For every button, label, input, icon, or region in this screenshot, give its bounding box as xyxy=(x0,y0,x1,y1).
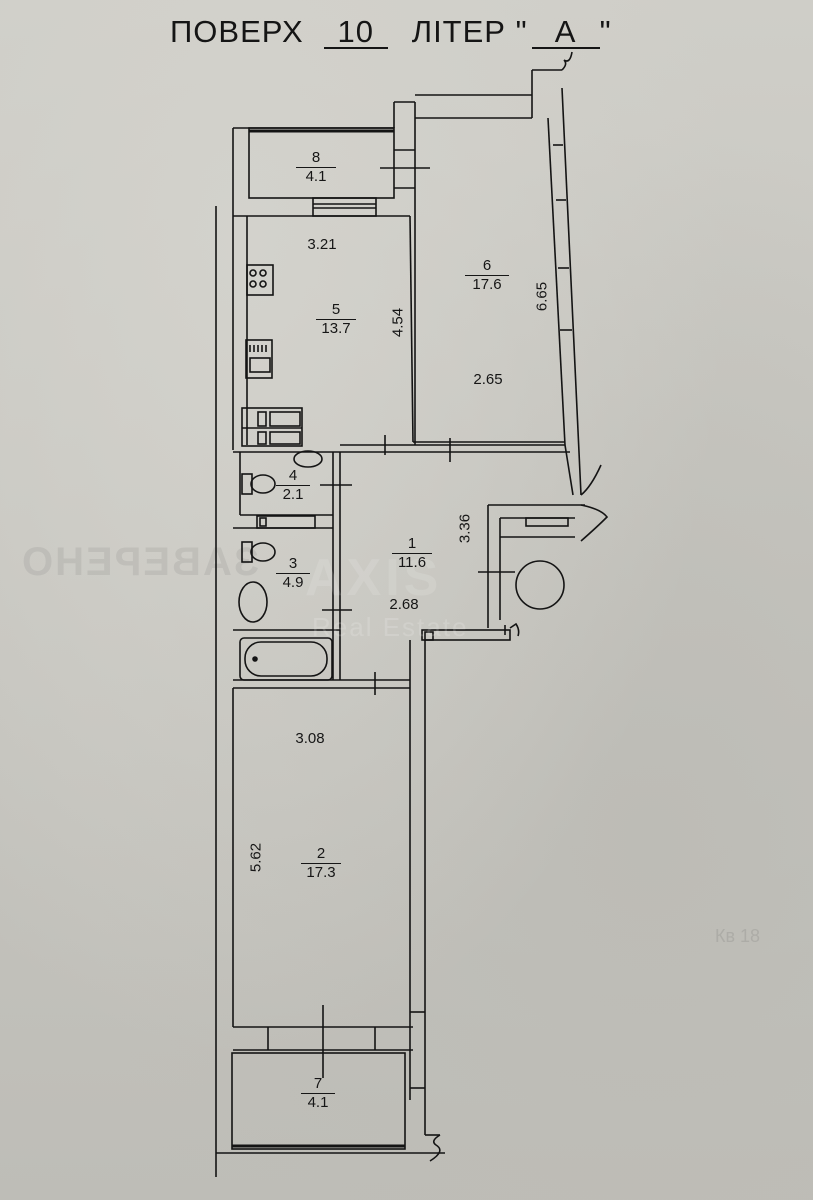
room-2-width-dim: 3.08 xyxy=(295,730,325,747)
room-label-7: 7 4.1 xyxy=(301,1076,335,1111)
room-2-length-dim: 5.62 xyxy=(247,842,265,873)
room-label-5: 5 13.7 xyxy=(316,302,356,337)
floor-value: 10 xyxy=(323,16,388,49)
washbasin-icon xyxy=(293,450,323,468)
hall-width-dim: 2.68 xyxy=(389,596,419,613)
kitchen-walls xyxy=(233,215,414,447)
watermark-sub: Real Estate xyxy=(312,612,469,642)
toilet-icon xyxy=(250,474,276,494)
room-label-6: 6 17.6 xyxy=(465,258,509,293)
watermark-brand: AXIS xyxy=(305,549,443,607)
stove-icon xyxy=(246,264,274,296)
balcony-7-walls xyxy=(216,1052,445,1162)
toilet-2-icon xyxy=(250,542,276,562)
bathtub-icon xyxy=(244,641,328,677)
room-label-3: 3 4.9 xyxy=(276,556,310,591)
kitchen-length-dim: 4.54 xyxy=(389,307,407,338)
floor-label: ПОВЕРХ xyxy=(170,14,304,49)
bathroom-walls xyxy=(233,450,410,695)
letter-value: А xyxy=(531,16,600,49)
room-label-2: 2 17.3 xyxy=(301,846,341,881)
room-label-4: 4 2.1 xyxy=(276,468,310,503)
column-icon xyxy=(515,560,565,610)
room-label-8: 8 4.1 xyxy=(296,150,336,185)
faint-mark: Кв 18 xyxy=(715,926,761,946)
room-6-width-dim: 2.65 xyxy=(473,371,503,388)
hall-walls xyxy=(409,504,585,1135)
kitchen-width-dim: 3.21 xyxy=(307,236,337,253)
bedroom-2-walls xyxy=(232,688,425,1089)
hall-length-dim: 3.36 xyxy=(456,513,474,544)
room-label-1: 1 11.6 xyxy=(392,536,432,571)
bedroom-6-walls xyxy=(340,118,572,462)
plan-title: ПОВЕРХ 10 ЛІТЕР " А " xyxy=(170,14,612,50)
room-6-length-dim: 6.65 xyxy=(533,281,551,312)
sink-icon xyxy=(245,339,273,379)
balcony-8-walls xyxy=(248,127,430,217)
letter-close-quote: " xyxy=(599,14,612,49)
letter-label: ЛІТЕР " xyxy=(411,14,528,49)
washbasin-2-icon xyxy=(238,581,268,623)
